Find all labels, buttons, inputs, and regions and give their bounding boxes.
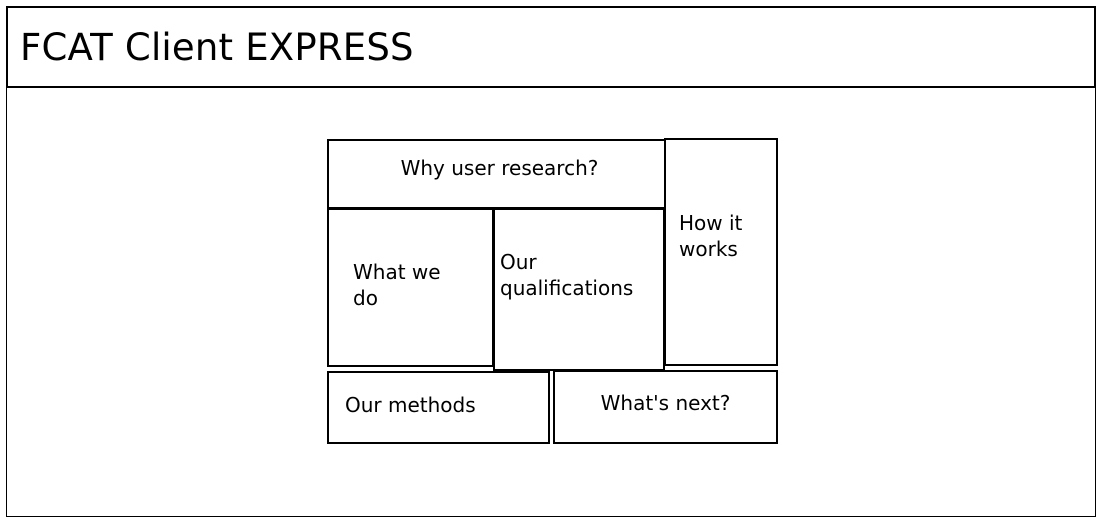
- diagram-node-how-it-works[interactable]: How it works: [664, 138, 778, 366]
- diagram-node-label: Our methods: [345, 393, 476, 417]
- diagram-node-label: Why user research?: [400, 156, 599, 180]
- diagram-node-label: What we do: [353, 260, 441, 310]
- diagram-node-our-qualifications[interactable]: Our qualifications: [493, 208, 665, 371]
- diagram-node-label: What's next?: [600, 391, 731, 415]
- diagram-node-our-methods[interactable]: Our methods: [327, 371, 550, 444]
- diagram-canvas: Why user research? How it works What we …: [7, 88, 1095, 516]
- page-title: FCAT Client EXPRESS: [20, 25, 414, 69]
- diagram-node-label: How it works: [679, 211, 743, 261]
- diagram-node-what-we-do[interactable]: What we do: [327, 208, 494, 367]
- diagram-node-whats-next[interactable]: What's next?: [553, 370, 778, 444]
- diagram-node-label: Our qualifications: [500, 250, 634, 300]
- diagram-node-why-user-research[interactable]: Why user research?: [327, 139, 672, 209]
- title-bar: FCAT Client EXPRESS: [6, 6, 1096, 88]
